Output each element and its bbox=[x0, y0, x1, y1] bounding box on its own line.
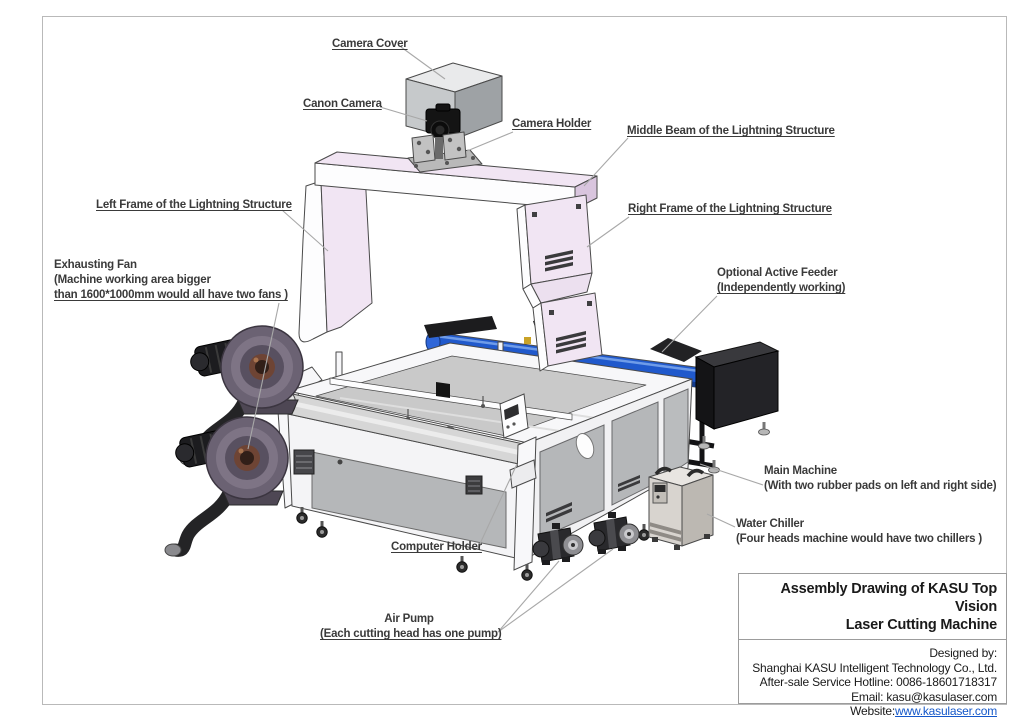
left-frame-side bbox=[298, 180, 328, 343]
label-canon-camera: Canon Camera bbox=[303, 98, 382, 110]
label-air-pump: Air Pump (Each cutting head has one pump… bbox=[320, 612, 502, 642]
label-left-frame: Left Frame of the Lightning Structure bbox=[96, 199, 292, 211]
label-line: Optional Active Feeder bbox=[717, 267, 838, 279]
label-main-machine: Main Machine (With two rubber pads on le… bbox=[764, 464, 997, 494]
drawing-title: Assembly Drawing of KASU Top Vision Lase… bbox=[739, 574, 1006, 640]
designer-info: Designed by: Shanghai KASU Intelligent T… bbox=[739, 640, 1006, 724]
label-line: Air Pump bbox=[384, 613, 434, 625]
label-exhausting-fan: Exhausting Fan (Machine working area big… bbox=[54, 258, 288, 303]
feeder-bracket bbox=[650, 338, 702, 362]
water-chiller-drawing bbox=[648, 466, 714, 550]
title-line: Laser Cutting Machine bbox=[845, 617, 997, 633]
sheet-border bbox=[42, 16, 1007, 705]
warning-sticker bbox=[524, 337, 531, 344]
website-line: Website:www.kasulaser.com bbox=[748, 704, 997, 719]
camera-assembly-drawing bbox=[405, 62, 503, 173]
designed-by: Designed by: bbox=[929, 646, 997, 660]
leader-lines bbox=[247, 46, 764, 633]
label-line: (Independently working) bbox=[717, 282, 846, 294]
front-panel bbox=[311, 451, 507, 549]
label-line: Water Chiller bbox=[736, 518, 804, 530]
lightning-structure-drawing bbox=[298, 151, 603, 372]
computer-holder-bracket bbox=[509, 459, 537, 489]
label-line: (Each cutting head has one pump) bbox=[320, 628, 502, 640]
label-camera-holder: Camera Holder bbox=[512, 118, 592, 130]
camera-holder-drawing bbox=[407, 131, 483, 173]
label-middle-beam: Middle Beam of the Lightning Structure bbox=[627, 125, 835, 137]
laser-head bbox=[436, 382, 450, 398]
label-optional-feeder: Optional Active Feeder (Independently wo… bbox=[717, 266, 845, 296]
exhausting-fans-drawing bbox=[165, 326, 303, 556]
control-screen bbox=[504, 404, 519, 420]
machine-back-post bbox=[335, 351, 343, 379]
label-line: (With two rubber pads on left and right … bbox=[764, 480, 997, 492]
door-cutout bbox=[575, 432, 595, 460]
feeder-clamp bbox=[424, 316, 497, 338]
title-line: Assembly Drawing of KASU Top Vision bbox=[780, 581, 998, 615]
main-machine-drawing bbox=[275, 341, 704, 582]
left-frame-drawing bbox=[320, 172, 373, 333]
label-line: (Four heads machine would have two chill… bbox=[736, 533, 982, 545]
label-line: Main Machine bbox=[764, 465, 838, 477]
machine-conveyor-bed bbox=[315, 355, 647, 437]
website-link[interactable]: www.kasulaser.com bbox=[895, 704, 997, 719]
label-camera-cover: Camera Cover bbox=[332, 38, 408, 50]
website-label: Website: bbox=[850, 704, 896, 719]
title-block: Assembly Drawing of KASU Top Vision Lase… bbox=[738, 573, 1007, 718]
machine-door bbox=[663, 388, 689, 479]
company-name: Shanghai KASU Intelligent Technology Co.… bbox=[752, 660, 997, 675]
label-line: (Machine working area bigger bbox=[54, 274, 211, 286]
label-line: than 1600*1000mm would all have two fans… bbox=[54, 289, 288, 301]
email: Email: kasu@kasulaser.com bbox=[851, 689, 997, 704]
label-right-frame: Right Frame of the Lightning Structure bbox=[628, 203, 832, 215]
label-line: Exhausting Fan bbox=[54, 259, 137, 271]
label-water-chiller: Water Chiller (Four heads machine would … bbox=[736, 517, 982, 547]
label-computer-holder: Computer Holder bbox=[391, 541, 482, 553]
service-hotline: After-sale Service Hotline: 0086-1860171… bbox=[759, 675, 998, 690]
